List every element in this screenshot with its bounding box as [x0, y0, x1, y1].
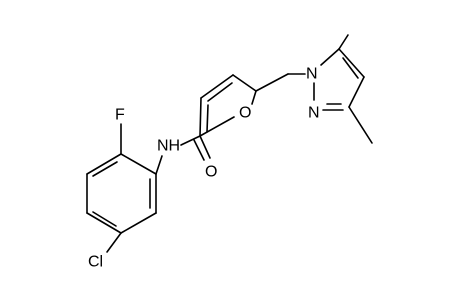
bond: [320, 48, 340, 66]
bond: [342, 57, 359, 79]
bond: [92, 161, 118, 177]
bond: [207, 82, 233, 102]
bond: [232, 74, 257, 92]
bond: [92, 211, 117, 227]
bond: [120, 212, 157, 234]
bond: [251, 90, 257, 105]
furan-ring: [199, 74, 257, 137]
pyrazole-n2-label: N: [308, 105, 320, 122]
bond-methyl: [338, 34, 349, 50]
bond: [86, 212, 122, 234]
bond-c-o-double: [193, 139, 205, 161]
fluorine-label: F: [115, 107, 125, 124]
bond: [206, 104, 209, 133]
bond-n-c: [180, 135, 201, 146]
chlorine-label: Cl: [88, 254, 103, 271]
bond: [199, 116, 235, 137]
carbonyl-oxygen-label: O: [205, 164, 217, 181]
bond-ch2: [255, 73, 289, 92]
bond: [200, 74, 234, 99]
phenyl-ring: [86, 153, 157, 234]
bond-c-cl: [106, 232, 122, 253]
pyrazole-ring: [313, 48, 365, 111]
bond: [120, 153, 157, 175]
bond-c-n: [155, 155, 163, 175]
bond-c-o-double: [199, 135, 211, 159]
bond: [338, 48, 365, 78]
bond: [199, 97, 202, 137]
amide-nitrogen-label: NH: [157, 138, 180, 155]
furan-oxygen-label: O: [239, 105, 251, 122]
pyrazole-n1-label: N: [306, 66, 318, 83]
bond-methyl: [348, 106, 373, 144]
bond: [86, 153, 122, 175]
bond: [348, 76, 365, 108]
